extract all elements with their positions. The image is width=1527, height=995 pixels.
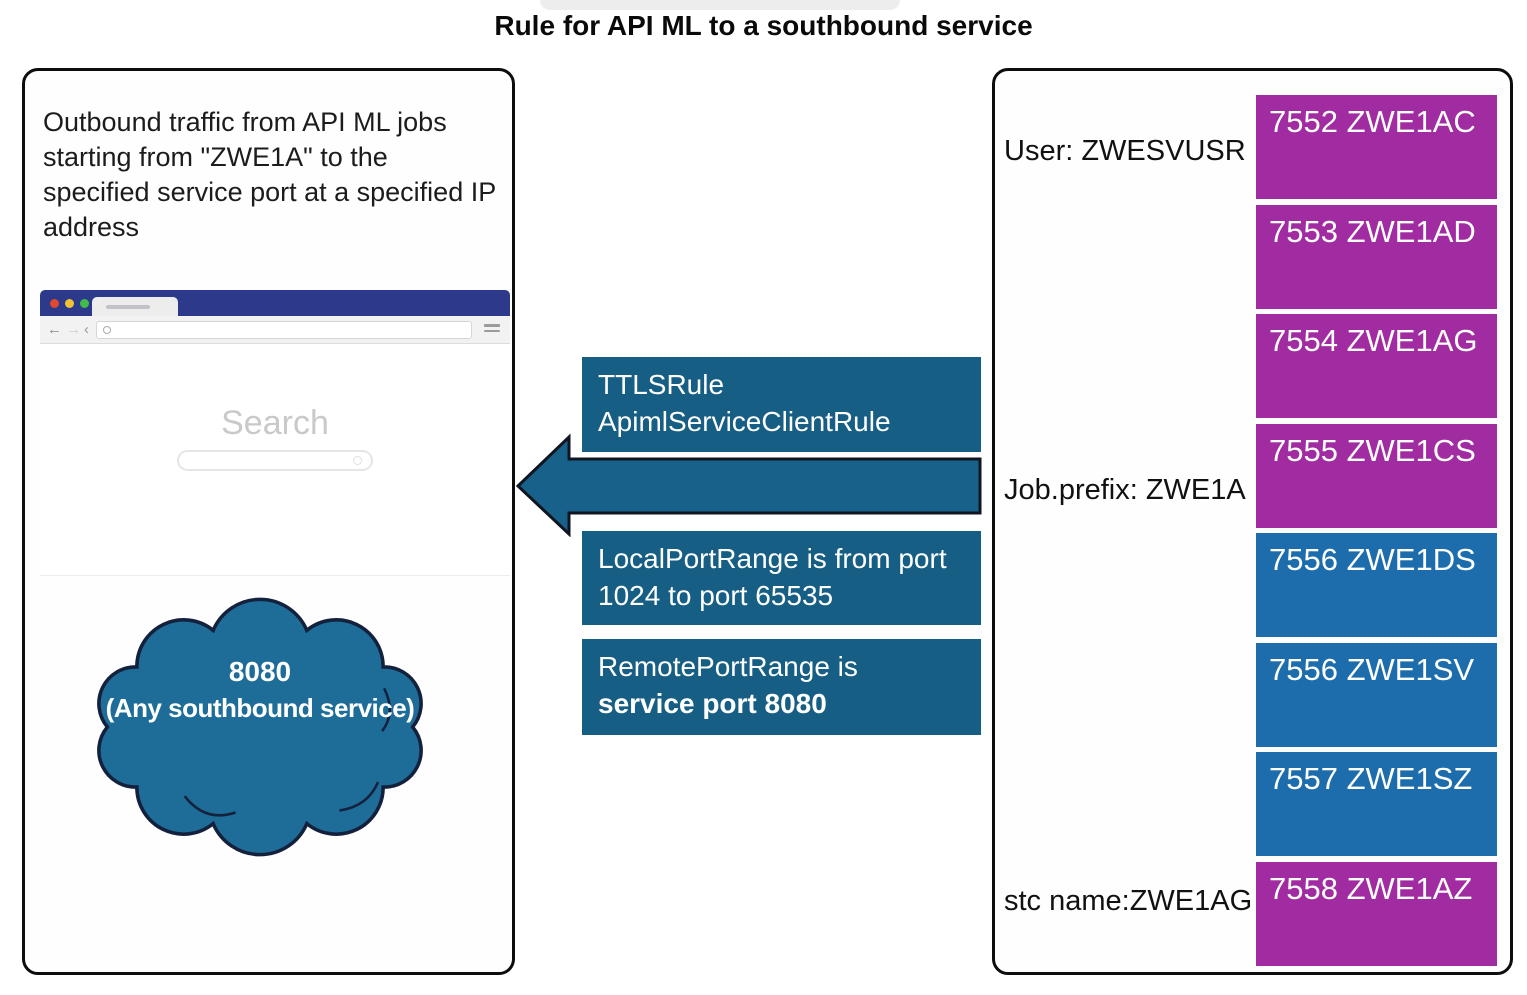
stc-name-label: stc name:ZWE1AG — [1004, 885, 1253, 917]
port-box: 7555 ZWE1CS — [1256, 423, 1497, 528]
port-box: 7553 ZWE1AD — [1256, 204, 1497, 309]
refresh-icon: ‹ — [84, 321, 89, 338]
right-panel: User: ZWESVUSR Job.prefix: ZWE1A stc nam… — [992, 68, 1513, 975]
tab-title-placeholder — [106, 305, 150, 309]
forward-arrow-icon: → — [66, 321, 81, 338]
remote-port-line1: RemotePortRange is — [598, 651, 858, 682]
top-edge-artifact — [540, 0, 900, 10]
port-box: 7554 ZWE1AG — [1256, 314, 1497, 418]
back-arrow-icon: ← — [47, 321, 62, 338]
browser-titlebar — [40, 290, 510, 316]
window-maximize-icon — [80, 299, 89, 308]
ttls-rule-box: TTLSRule ApimlServiceClientRule — [582, 357, 981, 452]
address-bar — [96, 321, 472, 339]
window-close-icon — [50, 299, 59, 308]
remote-port-range-box: RemotePortRange is service port 8080 — [582, 639, 981, 735]
browser-body: Search — [40, 344, 510, 576]
cloud-service-label: (Any southbound service) — [105, 693, 415, 723]
southbound-service-cloud: 8080 (Any southbound service) — [87, 594, 433, 860]
remote-port-line2: service port 8080 — [598, 688, 827, 719]
page-title: Rule for API ML to a southbound service — [494, 10, 1033, 41]
port-box: 7556 ZWE1SV — [1256, 642, 1497, 747]
cloud-shape — [97, 597, 423, 857]
browser-mockup: ← → ‹ Search — [40, 290, 510, 576]
port-box: 7557 ZWE1SZ — [1256, 752, 1497, 856]
browser-tab — [92, 297, 178, 316]
local-port-range-box: LocalPortRange is from port 1024 to port… — [582, 531, 981, 625]
port-box-list: 7552 ZWE1AC 7553 ZWE1AD 7554 ZWE1AG 7555… — [1256, 95, 1497, 966]
ttls-rule-line2: ApimlServiceClientRule — [598, 406, 891, 437]
window-minimize-icon — [65, 299, 74, 308]
ttls-rule-line1: TTLSRule — [598, 369, 725, 400]
local-port-line2: 1024 to port 65535 — [598, 580, 834, 611]
left-pointing-arrow — [515, 433, 982, 537]
user-label: User: ZWESVUSR — [1004, 135, 1246, 167]
cloud-port-label: 8080 — [228, 656, 292, 687]
magnifier-icon — [353, 456, 362, 465]
port-box: 7556 ZWE1DS — [1256, 533, 1497, 637]
port-box: 7552 ZWE1AC — [1256, 95, 1497, 199]
port-box: 7558 ZWE1AZ — [1256, 861, 1497, 966]
outbound-traffic-description: Outbound traffic from API ML jobs starti… — [43, 107, 496, 242]
search-input — [177, 450, 373, 471]
browser-toolbar: ← → ‹ — [40, 316, 510, 344]
job-prefix-label: Job.prefix: ZWE1A — [1004, 474, 1246, 506]
left-panel: Outbound traffic from API ML jobs starti… — [22, 68, 515, 975]
search-magnifier-icon — [103, 326, 111, 334]
menu-icon — [484, 324, 500, 335]
local-port-line1: LocalPortRange is from port — [598, 543, 947, 574]
search-label: Search — [221, 404, 329, 442]
